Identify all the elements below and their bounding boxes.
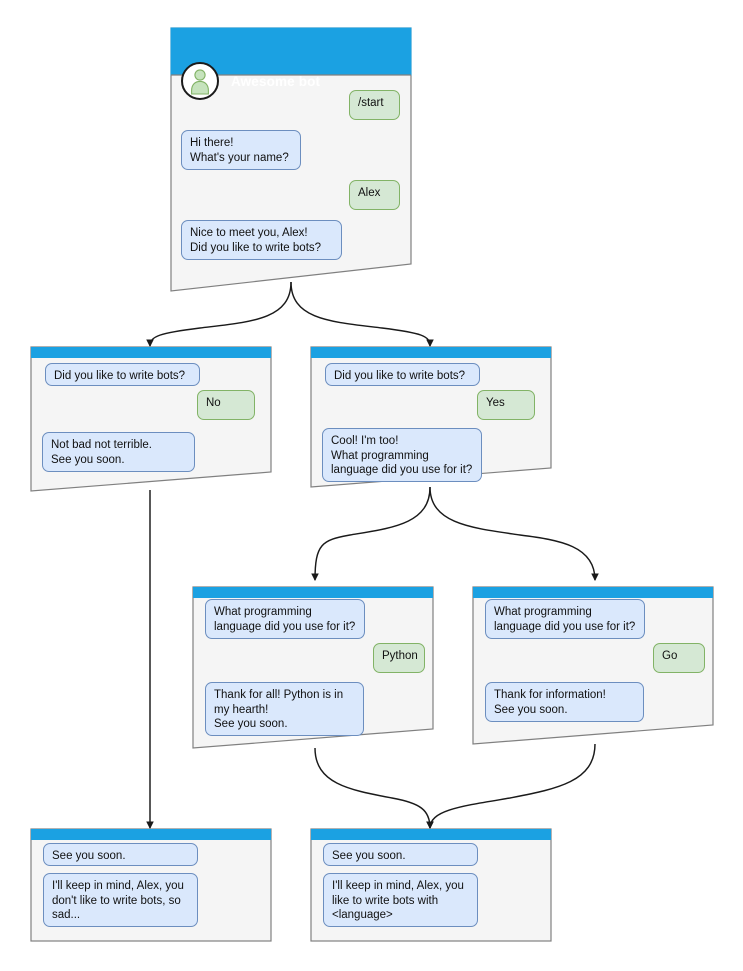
message-bubble-bot: Did you like to write bots? [45, 363, 200, 386]
message-bubble-bot: Did you like to write bots? [325, 363, 480, 386]
edge-root-to-no [146, 281, 292, 348]
message-bubble-bot: Cool! I'm too! What programming language… [322, 428, 482, 482]
message-bubble-user: /start [349, 90, 400, 120]
message-bubble-bot: See you soon. [323, 843, 478, 866]
message-bubble-user: Go [653, 643, 705, 673]
node-answer-python-screen[interactable]: What programming language did you use fo… [192, 586, 434, 749]
message-bubble-bot: What programming language did you use fo… [205, 599, 365, 639]
node-answer-go-screen[interactable]: What programming language did you use fo… [472, 586, 714, 745]
edge-go-to-ending [426, 743, 596, 830]
message-bubble-user: Python [373, 643, 425, 673]
node-answer-no-screen[interactable]: Did you like to write bots? No Not bad n… [30, 346, 272, 492]
user-avatar-icon [191, 69, 209, 95]
node-ending-no-screen[interactable]: See you soon. I'll keep in mind, Alex, y… [30, 828, 272, 942]
message-bubble-user: No [197, 390, 255, 420]
edge-root-to-yes [290, 281, 434, 348]
edge-python-to-ending [314, 747, 434, 830]
node-answer-yes-screen[interactable]: Did you like to write bots? Yes Cool! I'… [310, 346, 552, 488]
edge-yes-to-go [429, 486, 599, 582]
node-ending-yes-screen[interactable]: See you soon. I'll keep in mind, Alex, y… [310, 828, 552, 942]
message-bubble-bot: Thank for information! See you soon. [485, 682, 644, 722]
message-bubble-bot: See you soon. [43, 843, 198, 866]
avatar [181, 62, 219, 100]
message-bubble-bot: I'll keep in mind, Alex, you don't like … [43, 873, 198, 927]
page-title: Awesome bot [231, 74, 321, 89]
message-bubble-bot: What programming language did you use fo… [485, 599, 645, 639]
node-start-screen[interactable]: Awesome bot /start Hi there! What's your… [170, 27, 412, 292]
message-bubble-bot: Nice to meet you, Alex! Did you like to … [181, 220, 342, 260]
message-bubble-bot: Hi there! What's your name? [181, 130, 301, 170]
message-bubble-bot: I'll keep in mind, Alex, you like to wri… [323, 873, 478, 927]
message-bubble-bot: Not bad not terrible. See you soon. [42, 432, 195, 472]
edge-yes-to-python [311, 486, 431, 582]
message-bubble-user: Alex [349, 180, 400, 210]
message-bubble-bot: Thank for all! Python is in my hearth! S… [205, 682, 364, 736]
message-bubble-user: Yes [477, 390, 535, 420]
